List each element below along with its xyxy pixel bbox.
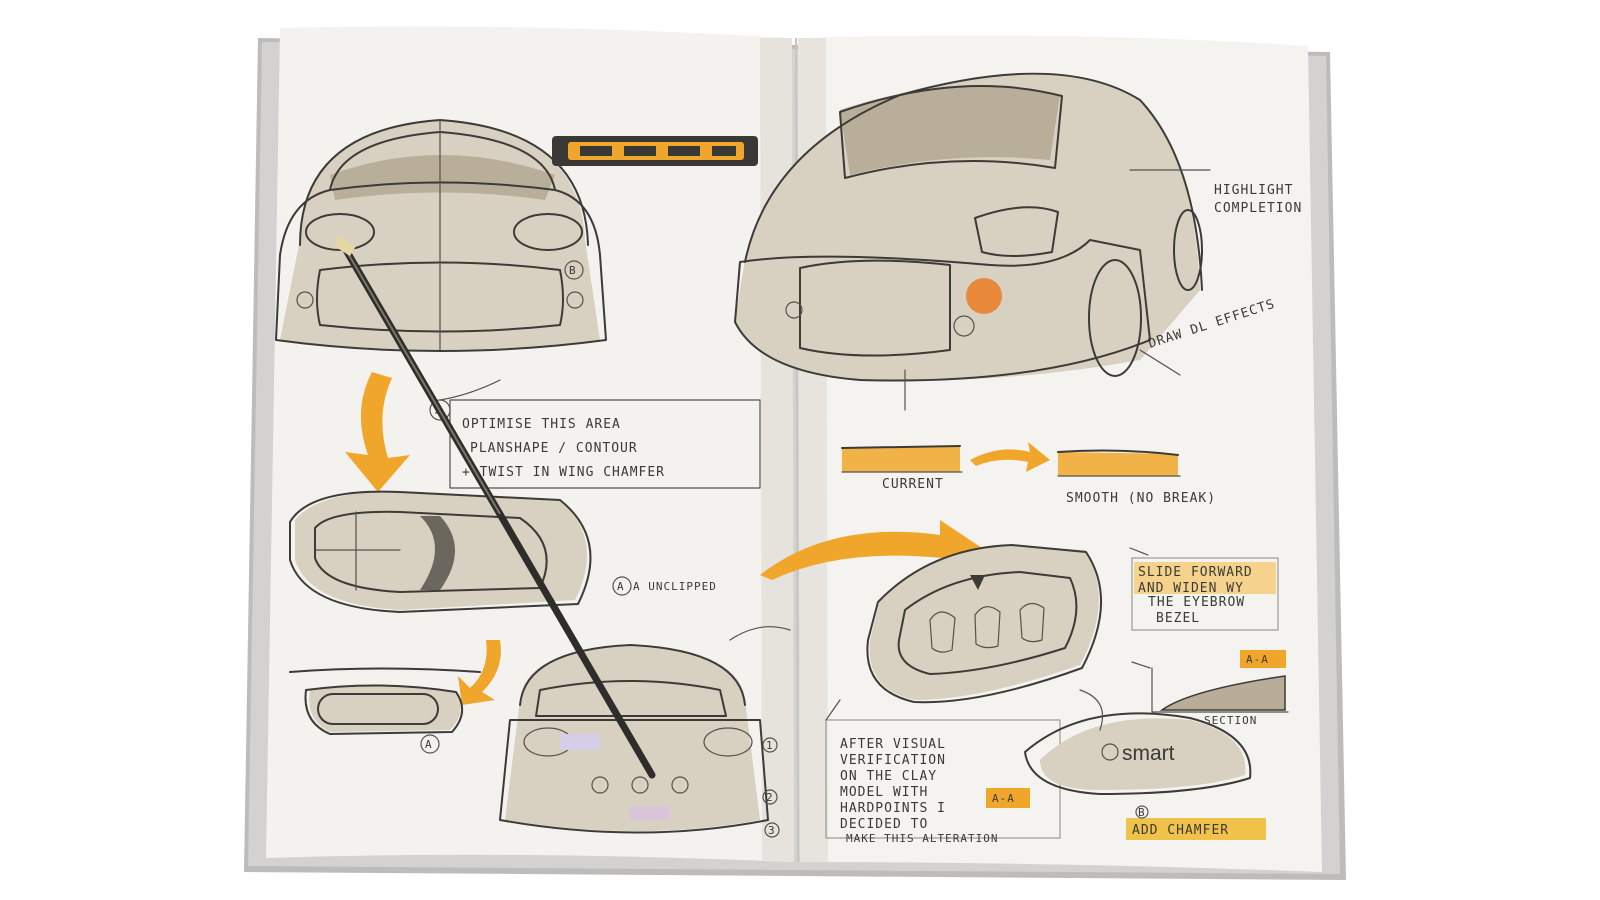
arrow-right-yellow-icon xyxy=(760,520,982,580)
note-line-3: + TWIST IN WING CHAMFER xyxy=(462,465,665,480)
marker-2: 2 xyxy=(766,791,774,804)
svg-text:HARDPOINTS I: HARDPOINTS I xyxy=(840,801,946,816)
svg-text:ON THE CLAY: ON THE CLAY xyxy=(840,769,937,784)
marker-1: 1 xyxy=(766,739,774,752)
section-label: SECTION xyxy=(1204,714,1257,727)
brand-text: smart xyxy=(1122,742,1175,765)
after-note: AFTER VISUAL VERIFICATION ON THE CLAY MO… xyxy=(825,699,1061,845)
headlamp-detail-sketch xyxy=(866,544,1102,704)
pencil-icon xyxy=(334,236,656,779)
callout-b: B xyxy=(1138,806,1146,819)
note-line-2: PLANSHAPE / CONTOUR xyxy=(470,441,638,456)
current-vs-smooth-diagram: CURRENT SMOOTH (NO BREAK) xyxy=(841,442,1216,506)
optimise-note: A OPTIMISE THIS AREA PLANSHAPE / CONTOUR… xyxy=(429,379,761,489)
svg-text:MODEL WITH: MODEL WITH xyxy=(840,785,928,800)
three-quarter-car-sketch xyxy=(734,72,1211,411)
marker-b: B xyxy=(569,264,577,277)
svg-text:VERIFICATION: VERIFICATION xyxy=(840,753,946,768)
arrow-down-yellow-icon xyxy=(458,640,501,705)
svg-text:BEZEL: BEZEL xyxy=(1156,611,1200,626)
svg-text:AFTER VISUAL: AFTER VISUAL xyxy=(840,737,946,752)
svg-text:MAKE THIS ALTERATION: MAKE THIS ALTERATION xyxy=(846,832,998,845)
section-tag: A-A xyxy=(1246,653,1269,666)
small-lamp-sketch: A xyxy=(289,667,481,754)
svg-text:ADD CHAMFER: ADD CHAMFER xyxy=(1132,823,1229,838)
note-line-1: OPTIMISE THIS AREA xyxy=(462,417,621,432)
tag-aa-bottom: A-A xyxy=(992,792,1015,805)
svg-text:HIGHLIGHT: HIGHLIGHT xyxy=(1214,183,1293,198)
label-a-unclipped: A UNCLIPPED xyxy=(633,580,717,593)
front-view-car-sketch: B xyxy=(275,119,607,352)
slide-note: SLIDE FORWARD AND WIDEN WY THE EYEBROW B… xyxy=(1129,547,1279,631)
label-smooth: SMOOTH (NO BREAK) xyxy=(1066,491,1216,506)
label-current: CURRENT xyxy=(882,477,944,492)
svg-text:THE EYEBROW: THE EYEBROW xyxy=(1148,595,1245,610)
section-diagram: A-A SECTION xyxy=(1131,650,1289,727)
marker-3: 3 xyxy=(768,824,776,837)
svg-text:SLIDE FORWARD: SLIDE FORWARD xyxy=(1138,565,1253,580)
svg-text:A: A xyxy=(617,580,625,593)
arrow-down-yellow-icon xyxy=(345,372,410,492)
highlight-note: HIGHLIGHT COMPLETION xyxy=(1214,183,1302,216)
svg-text:AND WIDEN WY: AND WIDEN WY xyxy=(1138,581,1244,596)
headlamp-sketch: A A UNCLIPPED xyxy=(289,490,717,613)
eq-badge-logo xyxy=(552,136,758,166)
arrow-right-yellow-icon xyxy=(970,442,1050,472)
svg-text:COMPLETION: COMPLETION xyxy=(1214,201,1302,216)
smart-badge-sketch: smart xyxy=(1024,689,1252,795)
svg-text:DECIDED TO: DECIDED TO xyxy=(840,817,928,832)
callout-a-bottom: A xyxy=(425,738,433,751)
add-chamfer-note: ADD CHAMFER B xyxy=(1126,805,1266,840)
